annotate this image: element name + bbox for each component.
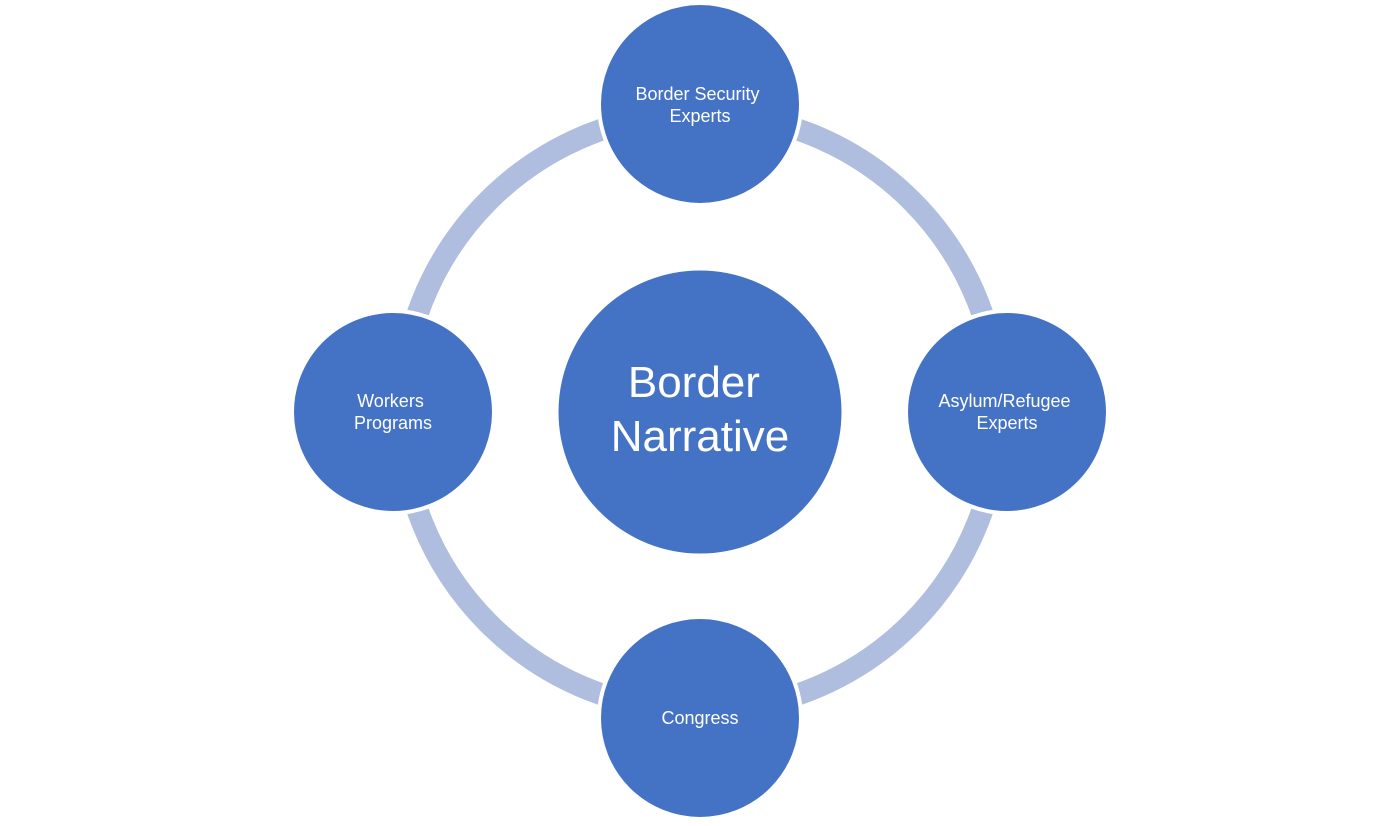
center-node: Border Narrative: [555, 267, 845, 557]
svg-text:Congress: Congress: [661, 708, 738, 728]
node-workers-programs-label-line-1: Workers: [357, 391, 424, 411]
node-asylum-refugee-experts-label-line-1: Asylum/Refugee: [938, 391, 1070, 411]
svg-text:Border Narrative: Border Narrative: [611, 358, 790, 461]
node-congress: Congress: [597, 615, 803, 821]
node-workers-programs: Workers Programs: [290, 309, 496, 515]
node-border-security-experts-label-line-1: Border Security: [635, 84, 759, 104]
svg-text:Workers Programs: Workers Programs: [354, 391, 432, 433]
node-congress-label-line-1: Congress: [661, 708, 738, 728]
node-asylum-refugee-experts: Asylum/Refugee Experts: [904, 309, 1110, 515]
node-border-security-experts: Border Security Experts: [597, 1, 803, 207]
node-workers-programs-label-line-2: Programs: [354, 413, 432, 433]
node-asylum-refugee-experts-label-line-2: Experts: [976, 413, 1037, 433]
node-border-security-experts-circle: [597, 1, 803, 207]
node-asylum-refugee-experts-circle: [904, 309, 1110, 515]
svg-text:Border Security Experts: Border Security Experts: [635, 84, 764, 126]
center-node-circle: [555, 267, 845, 557]
node-congress-circle: [597, 615, 803, 821]
svg-text:Asylum/Refugee Experts: Asylum/Refugee Experts: [938, 391, 1075, 433]
node-workers-programs-circle: [290, 309, 496, 515]
node-border-security-experts-label-line-2: Experts: [669, 106, 730, 126]
center-label-line-2: Narrative: [611, 412, 790, 461]
center-label-line-1: Border: [628, 358, 760, 407]
